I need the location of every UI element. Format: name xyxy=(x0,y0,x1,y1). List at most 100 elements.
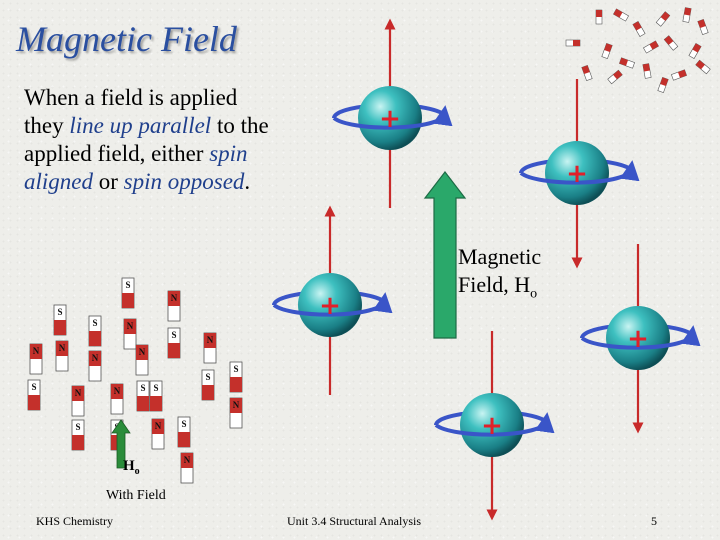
small-magnet-icon xyxy=(581,65,593,81)
footer-center: Unit 3.4 Structural Analysis xyxy=(287,514,421,528)
magnet-red-pole xyxy=(136,345,148,360)
small-magnet-pole xyxy=(649,40,659,50)
field-label-subscript: o xyxy=(530,286,538,302)
bar-magnet-icon: S xyxy=(88,315,102,347)
small-magnet-icon xyxy=(671,69,687,81)
spinning-nucleus: + xyxy=(332,18,453,208)
magnet-red-pole xyxy=(72,435,84,450)
magnet-red-pole xyxy=(150,396,162,411)
spin-ring-icon xyxy=(580,325,701,350)
magnet-red-pole xyxy=(168,291,180,306)
magnet-red-pole xyxy=(56,341,68,356)
bar-magnet-icon: S xyxy=(71,419,85,451)
magnet-top-label: S xyxy=(92,318,97,328)
body-text-part: to the applied field, either xyxy=(24,113,269,166)
small-magnet-icon xyxy=(632,21,646,37)
bar-magnet-icon: N xyxy=(29,343,43,375)
charge-label: + xyxy=(319,291,341,321)
magnet-red-pole xyxy=(181,453,193,468)
with-field-caption: With Field xyxy=(106,488,166,503)
bar-magnet-icon: S xyxy=(136,380,150,412)
bar-magnet-icon: S xyxy=(121,277,135,309)
magnet-top-label: N xyxy=(92,353,99,363)
magnet-red-pole xyxy=(124,319,136,334)
charge-label: + xyxy=(627,324,649,354)
magnet-top-label: S xyxy=(205,372,210,382)
charge-label: + xyxy=(379,104,401,134)
small-magnet-icon xyxy=(565,39,581,47)
body-text-part: When a field is applied they xyxy=(24,85,238,138)
bar-magnet-icon: N xyxy=(71,385,85,417)
bar-magnet-icon: N xyxy=(135,344,149,376)
magnet-top-label: N xyxy=(233,400,240,410)
small-magnet-icon xyxy=(601,43,613,59)
magnet-top-label: N xyxy=(127,321,134,331)
small-magnet-pole xyxy=(664,35,674,45)
footer-page-number: 5 xyxy=(651,514,657,528)
magnet-red-pole xyxy=(111,384,123,399)
nucleus-icon xyxy=(545,141,609,205)
emphasis-line-up-parallel: line up parallel xyxy=(69,113,212,138)
small-magnet-pole xyxy=(695,60,705,70)
magnet-top-label: S xyxy=(31,382,36,392)
bar-magnet-icon: S xyxy=(149,380,163,412)
bar-magnet-icon: N xyxy=(203,332,217,364)
magnet-red-pole xyxy=(204,333,216,348)
magnet-red-pole xyxy=(230,377,242,392)
small-magnet-pole xyxy=(677,69,687,78)
magnet-top-label: N xyxy=(139,347,146,357)
magnet-top-label: S xyxy=(140,383,145,393)
charge-label: + xyxy=(481,411,503,441)
small-magnet-icon xyxy=(688,43,702,59)
magnet-top-label: N xyxy=(33,346,40,356)
nucleus-icon xyxy=(460,393,524,457)
magnet-red-pole xyxy=(152,419,164,434)
charge-label: + xyxy=(566,159,588,189)
magnet-top-label: N xyxy=(114,386,121,396)
bar-magnet-icon: N xyxy=(88,350,102,382)
emphasis-spin-opposed: spin opposed xyxy=(123,169,245,194)
magnet-top-label: S xyxy=(233,364,238,374)
magnet-red-pole xyxy=(168,343,180,358)
spinning-nucleus: + xyxy=(272,205,393,395)
magnet-top-label: N xyxy=(207,335,214,345)
bar-magnet-icon: N xyxy=(123,318,137,350)
small-magnet-pole xyxy=(660,11,670,21)
magnet-red-pole xyxy=(230,398,242,413)
magnet-top-label: N xyxy=(155,421,162,431)
spinning-nucleus: + xyxy=(519,79,640,269)
bar-magnet-icon: N xyxy=(151,418,165,450)
bar-magnet-icon: S xyxy=(177,416,191,448)
ho-label: Ho xyxy=(123,458,140,477)
small-magnet-icon xyxy=(595,9,603,25)
spin-ring-icon xyxy=(434,412,555,437)
ho-label-main: H xyxy=(123,458,135,474)
magnet-top-label: S xyxy=(57,307,62,317)
ho-label-subscript: o xyxy=(134,466,140,477)
small-magnet-pole xyxy=(613,70,623,80)
body-text: When a field is applied they line up par… xyxy=(24,84,274,196)
small-magnet-icon xyxy=(642,63,652,79)
bar-magnet-icon: N xyxy=(180,452,194,484)
field-arrow-icon xyxy=(423,171,467,339)
bar-magnet-icon: S xyxy=(27,379,41,411)
magnet-red-pole xyxy=(122,293,134,308)
slide-title: Magnetic Field xyxy=(16,19,237,59)
small-magnet-icon xyxy=(655,11,671,27)
bar-magnet-icon: S xyxy=(167,327,181,359)
small-magnet-pole xyxy=(684,7,692,16)
small-magnet-pole xyxy=(619,57,629,66)
magnet-red-pole xyxy=(72,386,84,401)
magnet-red-pole xyxy=(137,396,149,411)
bar-magnet-icon: S xyxy=(229,361,243,393)
small-magnet-icon xyxy=(657,77,669,93)
magnetic-field-label: Magnetic Field, Ho xyxy=(458,243,568,308)
nuclei-group: + + + + + xyxy=(272,18,701,521)
spinning-nucleus: + xyxy=(434,331,555,521)
magnet-group: SNSSNSNNNNNSSNNSSSSSNSNN xyxy=(27,7,711,484)
magnet-top-label: S xyxy=(171,330,176,340)
magnet-top-label: N xyxy=(75,388,82,398)
small-magnet-pole xyxy=(632,21,642,31)
magnet-red-pole xyxy=(54,320,66,335)
small-magnet-pole xyxy=(660,77,669,87)
